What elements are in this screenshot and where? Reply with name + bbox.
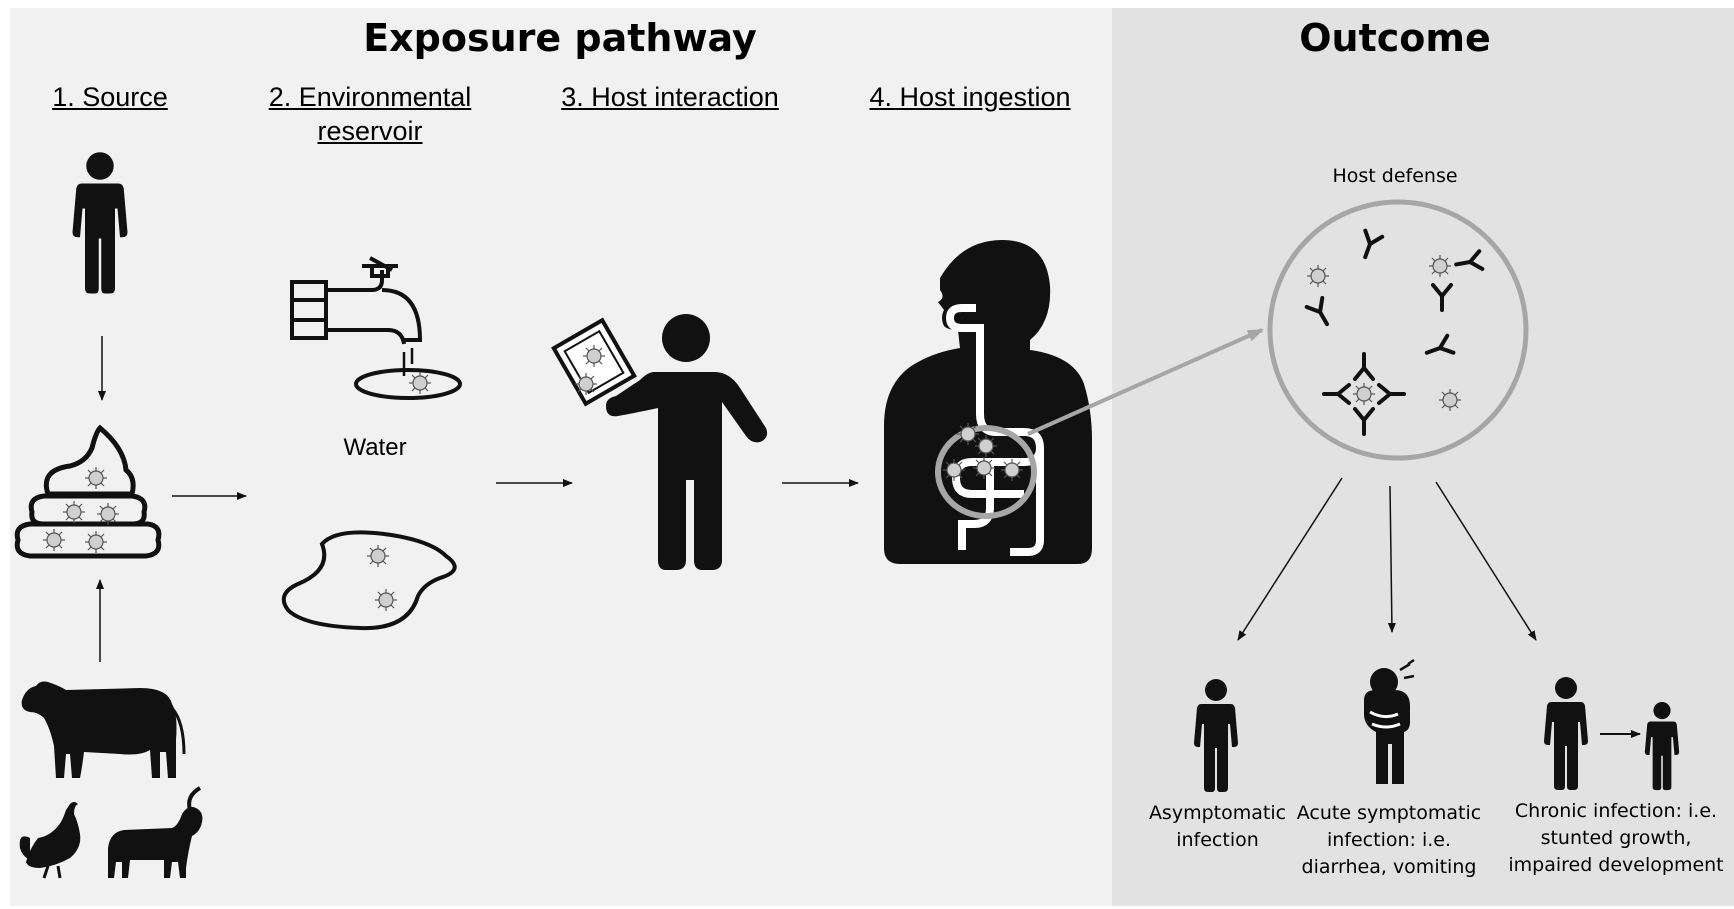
outcome-chronic-line2: stunted growth, [1540, 827, 1692, 849]
chicken-icon [19, 802, 81, 879]
outcome-asymptomatic-line2: infection [1176, 829, 1259, 851]
exposure-pathway-title: Exposure pathway [363, 16, 757, 60]
person-holding-object-icon [551, 314, 768, 570]
zoom-arrow [1027, 328, 1264, 436]
outcome-chronic-line3: impaired development [1508, 854, 1724, 876]
cow-icon [21, 681, 186, 778]
step-reservoir-label: 2. Environmental reservoir [250, 80, 490, 148]
adult-person-icon [1544, 677, 1588, 790]
stunted-child-icon [1644, 701, 1680, 791]
sick-person-icon [1364, 658, 1415, 784]
digestive-system-icon [884, 240, 1092, 564]
step-interaction-label: 3. Host interaction [561, 82, 779, 112]
arrow-to-asymptomatic [1237, 477, 1343, 641]
host-defense-circle [1267, 199, 1529, 461]
outcome-asymptomatic-line1: Asymptomatic [1148, 802, 1287, 824]
outcome-title: Outcome [1299, 16, 1491, 60]
outcome-acute: Acute symptomatic infection: i.e. diarrh… [1296, 800, 1482, 881]
step-reservoir-line1: 2. Environmental [268, 82, 472, 112]
step-ingestion-label: 4. Host ingestion [869, 82, 1071, 112]
puddle-icon [281, 530, 457, 631]
arrow-to-acute [1387, 485, 1396, 633]
outcome-acute-line2: infection: i.e. [1326, 829, 1452, 851]
faucet-icon [290, 256, 462, 400]
virus-icon [408, 371, 432, 395]
outcome-chronic: Chronic infection: i.e. stunted growth, … [1506, 798, 1726, 879]
step-reservoir-line2: reservoir [317, 116, 423, 146]
feces-icon [14, 424, 162, 559]
outcome-acute-line1: Acute symptomatic [1296, 802, 1482, 824]
outcome-asymptomatic: Asymptomatic infection [1130, 800, 1305, 854]
host-defense-label: Host defense [1332, 165, 1458, 187]
goat-icon [108, 786, 203, 878]
step-source-label: 1. Source [52, 82, 168, 112]
outcome-chronic-line1: Chronic infection: i.e. [1514, 800, 1718, 822]
water-label: Water [343, 434, 407, 461]
person-icon [72, 152, 128, 294]
arrow-to-chronic [1435, 481, 1537, 641]
outcome-acute-line3: diarrhea, vomiting [1301, 856, 1477, 878]
asymptomatic-person-icon [1194, 679, 1238, 792]
